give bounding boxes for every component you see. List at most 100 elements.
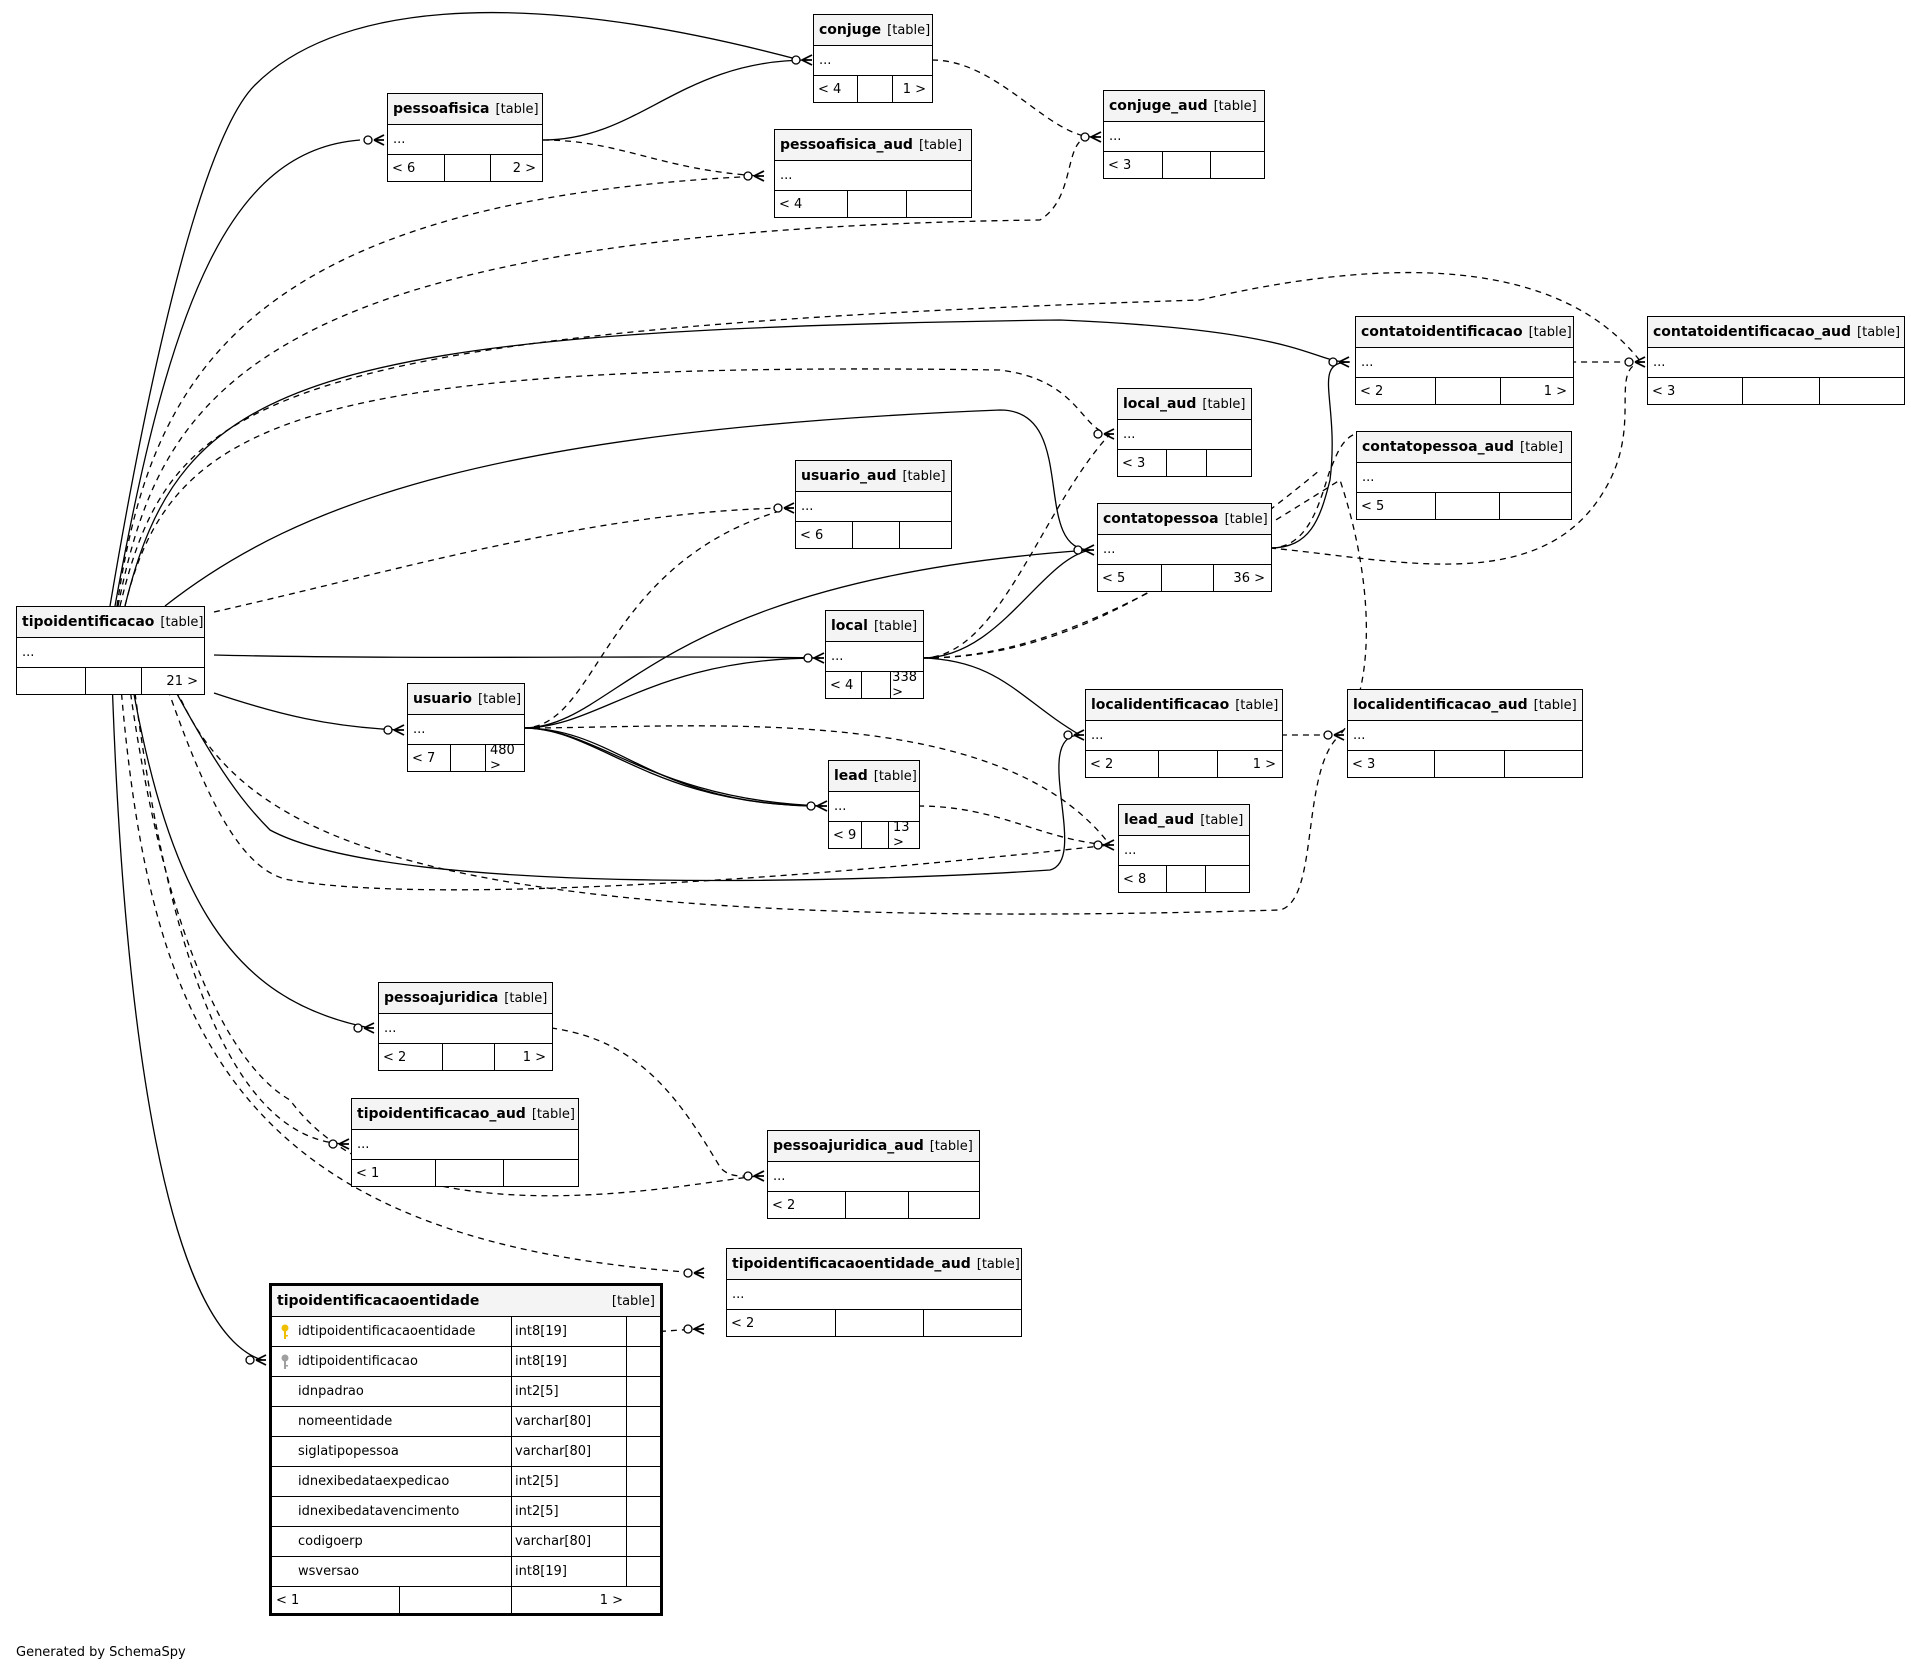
columns-collapsed[interactable]: ... xyxy=(1356,348,1573,378)
children-count[interactable] xyxy=(907,191,969,217)
parents-count[interactable]: < 2 xyxy=(727,1310,836,1336)
parents-count[interactable]: < 4 xyxy=(826,672,862,698)
columns-collapsed[interactable]: ... xyxy=(1118,420,1251,450)
parents-count[interactable]: < 3 xyxy=(1104,152,1163,178)
parents-count[interactable]: < 5 xyxy=(1357,493,1436,519)
columns-collapsed[interactable]: ... xyxy=(352,1130,578,1160)
table-usuario-aud[interactable]: usuario_aud[table]...< 6 xyxy=(795,460,952,549)
children-count[interactable]: 338 > xyxy=(892,670,917,700)
table-contatopessoa-aud[interactable]: contatopessoa_aud[table]...< 5 xyxy=(1356,431,1572,520)
parents-count[interactable]: < 3 xyxy=(1648,378,1743,404)
parents-count[interactable]: < 2 xyxy=(379,1044,443,1070)
crows-foot-marker xyxy=(791,54,813,66)
columns-collapsed[interactable]: ... xyxy=(775,161,971,191)
columns-collapsed[interactable]: ... xyxy=(1357,463,1571,493)
children-count[interactable] xyxy=(1211,152,1262,178)
columns-collapsed[interactable]: ... xyxy=(727,1280,1021,1310)
columns-collapsed[interactable]: ... xyxy=(1104,122,1264,152)
columns-collapsed[interactable]: ... xyxy=(17,638,204,668)
parents-count[interactable]: < 5 xyxy=(1098,565,1162,591)
parents-count[interactable]: < 2 xyxy=(1086,751,1159,777)
children-count[interactable] xyxy=(504,1160,576,1186)
children-count[interactable]: 13 > xyxy=(893,820,910,850)
children-count[interactable] xyxy=(909,1192,977,1218)
children-count[interactable] xyxy=(1505,751,1580,777)
children-count[interactable]: 1 > xyxy=(599,1592,623,1608)
children-count[interactable]: 1 > xyxy=(522,1049,546,1065)
table-pessoajuridica-aud[interactable]: pessoajuridica_aud[table]...< 2 xyxy=(767,1130,980,1219)
columns-collapsed[interactable]: ... xyxy=(1086,721,1282,751)
columns-collapsed[interactable]: ... xyxy=(829,792,919,822)
columns-collapsed[interactable]: ... xyxy=(768,1162,979,1192)
columns-collapsed[interactable]: ... xyxy=(796,492,951,522)
columns-collapsed[interactable]: ... xyxy=(826,642,923,672)
table-conjuge-aud[interactable]: conjuge_aud[table]...< 3 xyxy=(1103,90,1265,179)
parents-count[interactable] xyxy=(17,668,86,694)
table-localidentificacao-aud[interactable]: localidentificacao_aud[table]...< 3 xyxy=(1347,689,1583,778)
parents-count[interactable]: < 1 xyxy=(352,1160,436,1186)
table-pessoafisica-aud[interactable]: pessoafisica_aud[table]...< 4 xyxy=(774,129,972,218)
table-tipoidentificacao[interactable]: tipoidentificacao[table]...21 > xyxy=(16,606,205,695)
children-count[interactable] xyxy=(1207,450,1249,476)
children-count[interactable]: 1 > xyxy=(1252,756,1276,772)
table-tipoidentificacaoentidade-aud[interactable]: tipoidentificacaoentidade_aud[table]...<… xyxy=(726,1248,1022,1337)
parents-count[interactable]: < 3 xyxy=(1348,751,1435,777)
parents-count[interactable]: < 2 xyxy=(1356,378,1436,404)
columns-collapsed[interactable]: ... xyxy=(1648,348,1904,378)
column-name-cell: siglatipopessoa xyxy=(272,1437,512,1466)
columns-collapsed[interactable]: ... xyxy=(408,715,524,745)
children-count[interactable]: 1 > xyxy=(1543,383,1567,399)
children-count[interactable]: 2 > xyxy=(512,160,536,176)
children-count[interactable]: 1 > xyxy=(902,81,926,97)
columns-collapsed[interactable]: ... xyxy=(814,46,932,76)
columns-collapsed[interactable]: ... xyxy=(388,125,542,155)
columns-collapsed[interactable]: ... xyxy=(1119,836,1249,866)
parents-count[interactable]: < 7 xyxy=(408,745,451,771)
children-count[interactable] xyxy=(900,522,949,548)
table-contatoidentificacao-aud[interactable]: contatoidentificacao_aud[table]...< 3 xyxy=(1647,316,1905,405)
parents-count[interactable]: < 4 xyxy=(814,76,858,102)
parents-count[interactable]: < 6 xyxy=(388,155,445,181)
table-local-aud[interactable]: local_aud[table]...< 3 xyxy=(1117,388,1252,477)
children-count[interactable]: 36 > xyxy=(1233,570,1265,586)
children-count[interactable] xyxy=(1820,378,1902,404)
columns-collapsed[interactable]: ... xyxy=(1348,721,1582,751)
table-tipoidentificacaoentidade[interactable]: tipoidentificacaoentidade [table] idtipo… xyxy=(269,1283,663,1616)
children-count[interactable] xyxy=(924,1310,1019,1336)
parents-count[interactable]: < 4 xyxy=(775,191,848,217)
parents-count[interactable]: < 3 xyxy=(1118,450,1167,476)
parents-count[interactable]: < 6 xyxy=(796,522,853,548)
children-count[interactable]: 480 > xyxy=(490,743,515,773)
column-type: varchar[80] xyxy=(512,1407,627,1436)
parents-count[interactable]: < 1 xyxy=(272,1587,400,1613)
children-count[interactable]: 21 > xyxy=(166,673,198,689)
table-tipoidentificacao-aud[interactable]: tipoidentificacao_aud[table]...< 1 xyxy=(351,1098,579,1187)
parents-count[interactable]: < 2 xyxy=(768,1192,846,1218)
columns-collapsed[interactable]: ... xyxy=(379,1014,552,1044)
table-lead-aud[interactable]: lead_aud[table]...< 8 xyxy=(1118,804,1250,893)
children-count[interactable] xyxy=(1206,866,1247,892)
children-count[interactable] xyxy=(1500,493,1569,519)
parents-count[interactable]: < 9 xyxy=(829,822,862,848)
parents-count[interactable]: < 8 xyxy=(1119,866,1167,892)
table-tag: [table] xyxy=(1533,697,1577,713)
columns-collapsed[interactable]: ... xyxy=(1098,535,1271,565)
